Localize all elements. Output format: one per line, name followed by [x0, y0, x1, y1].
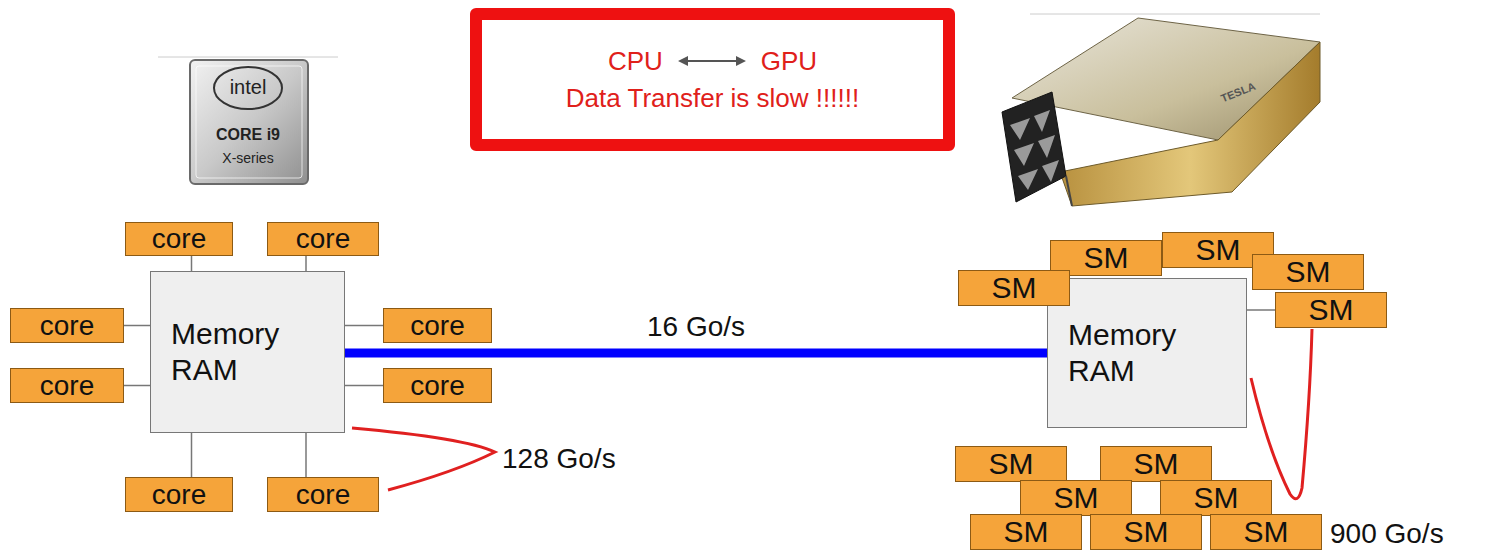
- memory-link: [191, 256, 193, 271]
- memory-link: [124, 325, 150, 327]
- unit-label: SM: [1054, 481, 1099, 515]
- unit-label: SM: [989, 447, 1034, 481]
- gpu-sm: SM: [1100, 446, 1212, 482]
- unit-label: core: [152, 223, 206, 255]
- cpu-logo: [190, 60, 308, 184]
- unit-label: SM: [1286, 255, 1331, 289]
- cpu-core: core: [267, 477, 379, 512]
- gpu-sm: SM: [955, 446, 1067, 482]
- gpu-sm: SM: [1275, 292, 1387, 328]
- unit-label: core: [40, 310, 94, 342]
- cpu-core: core: [10, 308, 124, 343]
- cpu-core: core: [10, 368, 124, 403]
- double-arrow: [677, 53, 747, 69]
- unit-label: core: [152, 479, 206, 511]
- cpu-core: core: [125, 222, 233, 256]
- memory-link: [345, 385, 383, 387]
- alert-row: CPU GPU: [608, 46, 817, 77]
- rule-line: [158, 57, 338, 58]
- unit-label: SM: [1196, 233, 1241, 267]
- logo-series: X-series: [222, 150, 273, 166]
- gpu-sm: SM: [1090, 514, 1202, 550]
- logo-brand: intel: [230, 76, 267, 99]
- cpu-core: core: [383, 368, 492, 403]
- unit-label: SM: [1134, 447, 1179, 481]
- gpu-sm: SM: [1160, 480, 1272, 516]
- alert-box: CPU GPU Data Transfer is slow !!!!!!: [470, 8, 955, 151]
- cpu-core: core: [267, 222, 379, 256]
- unit-label: SM: [1244, 515, 1289, 549]
- logo-model: CORE i9: [216, 126, 280, 144]
- gpu-sm: SM: [958, 270, 1070, 306]
- gpu-card: [1002, 18, 1320, 206]
- gpu-sm: SM: [1210, 514, 1322, 550]
- unit-label: SM: [1309, 293, 1354, 327]
- memory-link: [345, 325, 383, 327]
- unit-label: SM: [1084, 241, 1129, 275]
- bandwidth-label: 128 Go/s: [502, 443, 616, 475]
- rule-line: [1030, 14, 1320, 15]
- memory-link: [305, 433, 307, 477]
- unit-label: core: [40, 370, 94, 402]
- memory-label: Memory RAM: [1068, 317, 1198, 389]
- gpu-sm: SM: [1252, 254, 1364, 290]
- bandwidth-bracket: [1251, 329, 1312, 499]
- alert-text: CPU: [608, 46, 663, 77]
- memory-box: Memory RAM: [150, 271, 345, 433]
- unit-label: SM: [1124, 515, 1169, 549]
- bus-link: [345, 349, 1047, 358]
- unit-label: core: [410, 310, 464, 342]
- memory-link: [124, 385, 150, 387]
- unit-label: SM: [1004, 515, 1049, 549]
- gpu-sm: SM: [1020, 480, 1132, 516]
- unit-label: SM: [992, 271, 1037, 305]
- unit-label: core: [296, 223, 350, 255]
- alert-text: Data Transfer is slow !!!!!!: [566, 83, 859, 114]
- memory-link: [1247, 309, 1275, 311]
- unit-label: SM: [1194, 481, 1239, 515]
- alert-text: GPU: [761, 46, 817, 77]
- memory-box: Memory RAM: [1047, 278, 1247, 428]
- unit-label: core: [296, 479, 350, 511]
- unit-label: core: [410, 370, 464, 402]
- memory-label: Memory RAM: [171, 316, 301, 388]
- cpu-core: core: [125, 477, 233, 512]
- cpu-core: core: [383, 308, 492, 343]
- memory-link: [305, 256, 307, 271]
- gpu-sm: SM: [970, 514, 1082, 550]
- bandwidth-label: 900 Go/s: [1330, 518, 1444, 550]
- edge-label: 16 Go/s: [644, 311, 748, 343]
- memory-link: [191, 433, 193, 477]
